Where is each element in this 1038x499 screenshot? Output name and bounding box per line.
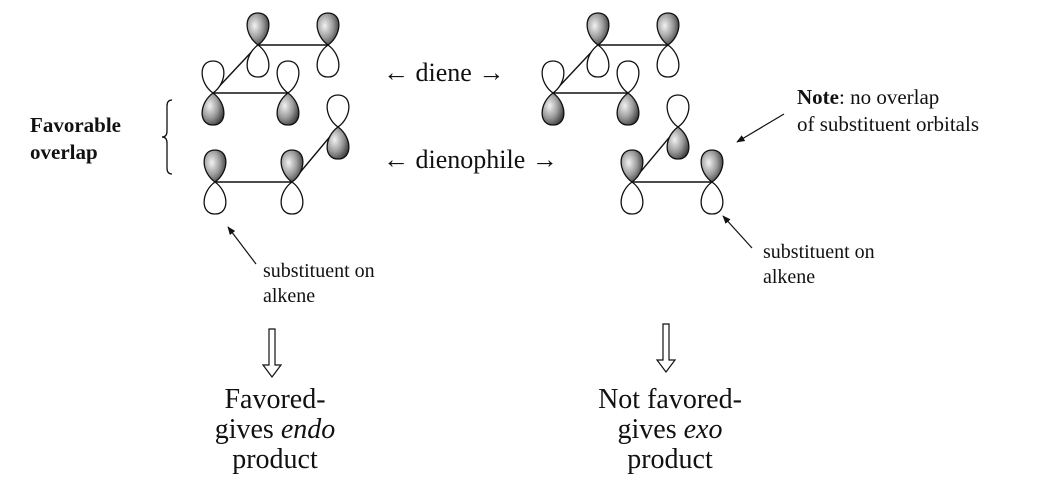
right-arrow-icon: →	[531, 145, 558, 174]
diene-right-orbital-c2-lower-lobe	[586, 44, 610, 78]
outcome-left-line3: product	[232, 444, 318, 475]
dienophile-left-orbital-c2-upper-lobe	[280, 149, 304, 183]
outcome-left-endo: endo	[280, 414, 336, 445]
dienophile-left-substituent-orbital-lower-lobe	[326, 126, 350, 160]
dienophile-right-substituent-orbital-lower-lobe	[666, 126, 690, 160]
note-annotation: Note: no overlap of substituent orbitals	[797, 84, 979, 138]
diene-right-orbital-c2-upper-lobe	[586, 12, 610, 46]
outcome-right-line1: Not favored-	[598, 384, 742, 415]
diene-right-orbital-c4-lower-lobe	[616, 92, 640, 126]
dienophile-right-orbital-c1-upper-lobe	[620, 149, 644, 183]
favorable-overlap-brace	[161, 99, 173, 175]
favorable-line2: overlap	[30, 140, 98, 164]
substituent-right-pointer-arrow	[722, 215, 753, 249]
outcome-right-line3: product	[627, 444, 713, 475]
dienophile-left-substituent-orbital-upper-lobe	[326, 94, 350, 128]
diene-left-orbital-c1-lower-lobe	[316, 44, 340, 78]
endo-outcome-label: Favored- gives endo product	[200, 385, 350, 475]
outcome-right-exo: exo	[683, 414, 723, 445]
diene-left-orbital-c4-upper-lobe	[276, 60, 300, 94]
dienophile-left-orbital-c2-lower-lobe	[280, 181, 304, 215]
note-text-line1: : no overlap	[838, 85, 940, 109]
dienophile-text: dienophile	[415, 145, 526, 174]
left-arrow-icon: ←	[383, 58, 409, 87]
diene-left-orbital-c4-lower-lobe	[276, 92, 300, 126]
exo-outcome-label: Not favored- gives exo product	[570, 385, 770, 475]
diene-left-orbital-c2-lower-lobe	[246, 44, 270, 78]
dienophile-left-orbital-c1-upper-lobe	[203, 149, 227, 183]
dienophile-label: ← dienophile →	[383, 147, 558, 173]
diene-left-orbital-c3-lower-lobe	[201, 92, 225, 126]
outcome-left-line1: Favored-	[224, 384, 326, 415]
substituent-right-line2: alkene	[763, 266, 816, 288]
diene-label: ← diene →	[383, 60, 504, 86]
dienophile-right-orbital-c2-lower-lobe	[700, 181, 724, 215]
substituent-right-label: substituent on alkene	[763, 240, 875, 290]
diene-left-orbital-c2-upper-lobe	[246, 12, 270, 46]
p-orbitals	[201, 12, 724, 215]
diene-left-orbital-c3-upper-lobe	[201, 60, 225, 94]
substituent-left-line1: substituent on	[263, 260, 375, 282]
note-heading: Note	[797, 85, 839, 109]
down-arrow-left-icon	[261, 328, 283, 378]
outcome-left-line2-prefix: gives	[214, 414, 281, 445]
right-arrow-icon: →	[478, 58, 505, 87]
substituent-left-label: substituent on alkene	[263, 259, 375, 309]
down-arrow-right-icon	[655, 323, 677, 373]
diene-right-orbital-c1-upper-lobe	[656, 12, 680, 46]
diene-right-orbital-c3-upper-lobe	[541, 60, 565, 94]
dienophile-right-orbital-c1-lower-lobe	[620, 181, 644, 215]
outcome-right-line2-prefix: gives	[617, 414, 684, 445]
diene-right-orbital-c3-lower-lobe	[541, 92, 565, 126]
substituent-left-pointer-arrow	[227, 226, 257, 265]
note-text-line2: of substituent orbitals	[797, 112, 979, 136]
diene-left-orbital-c1-upper-lobe	[316, 12, 340, 46]
substituent-right-line1: substituent on	[763, 241, 875, 263]
dienophile-right-substituent-orbital-upper-lobe	[666, 94, 690, 128]
substituent-left-line2: alkene	[263, 285, 316, 307]
dienophile-left-orbital-c1-lower-lobe	[203, 181, 227, 215]
dienophile-right-orbital-c2-upper-lobe	[700, 149, 724, 183]
diene-right-orbital-c4-upper-lobe	[616, 60, 640, 94]
diene-right-orbital-c1-lower-lobe	[656, 44, 680, 78]
favorable-line1: Favorable	[30, 113, 121, 137]
diene-text: diene	[415, 58, 472, 87]
left-arrow-icon: ←	[383, 145, 409, 174]
note-pointer-arrow	[736, 113, 785, 143]
favorable-overlap-label: Favorable overlap	[30, 112, 121, 166]
